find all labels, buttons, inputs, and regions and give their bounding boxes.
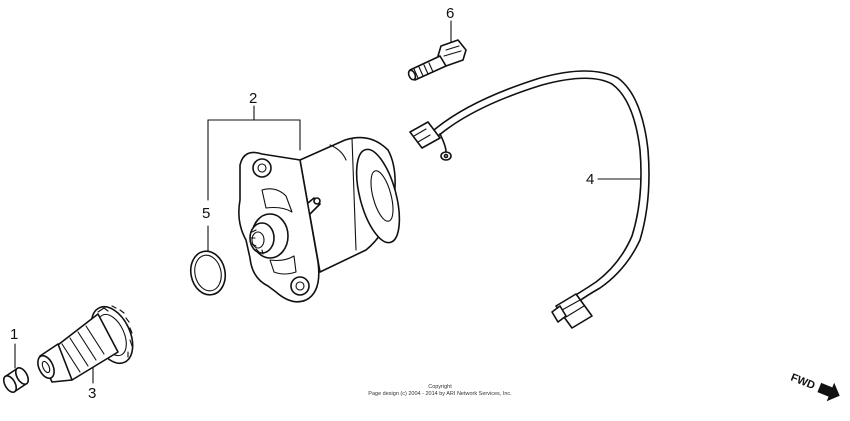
bolt-part-6[interactable]: 6 (407, 5, 467, 81)
callout-3: 3 (88, 385, 96, 402)
collar-part-1[interactable]: 1 (1, 326, 31, 394)
starter-motor-part-2[interactable]: 2 (207, 90, 408, 303)
fwd-label: FWD (789, 372, 817, 393)
o-ring-part-5[interactable]: 5 (187, 205, 229, 298)
callout-1: 1 (10, 326, 18, 343)
copyright-line-1: Copyright (428, 384, 452, 390)
starter-drive-part-3[interactable]: 3 (35, 300, 141, 402)
fwd-arrow-icon: FWD (789, 372, 840, 402)
callout-2: 2 (249, 90, 257, 107)
copyright-block: Copyright Page design (c) 2004 - 2014 by… (300, 384, 580, 398)
callout-5: 5 (202, 205, 210, 222)
copyright-line-2: Page design (c) 2004 - 2014 by ARI Netwo… (368, 391, 512, 397)
callout-6: 6 (446, 5, 454, 22)
callout-4: 4 (586, 171, 594, 188)
wire-harness-part-4[interactable]: 4 (409, 70, 650, 329)
